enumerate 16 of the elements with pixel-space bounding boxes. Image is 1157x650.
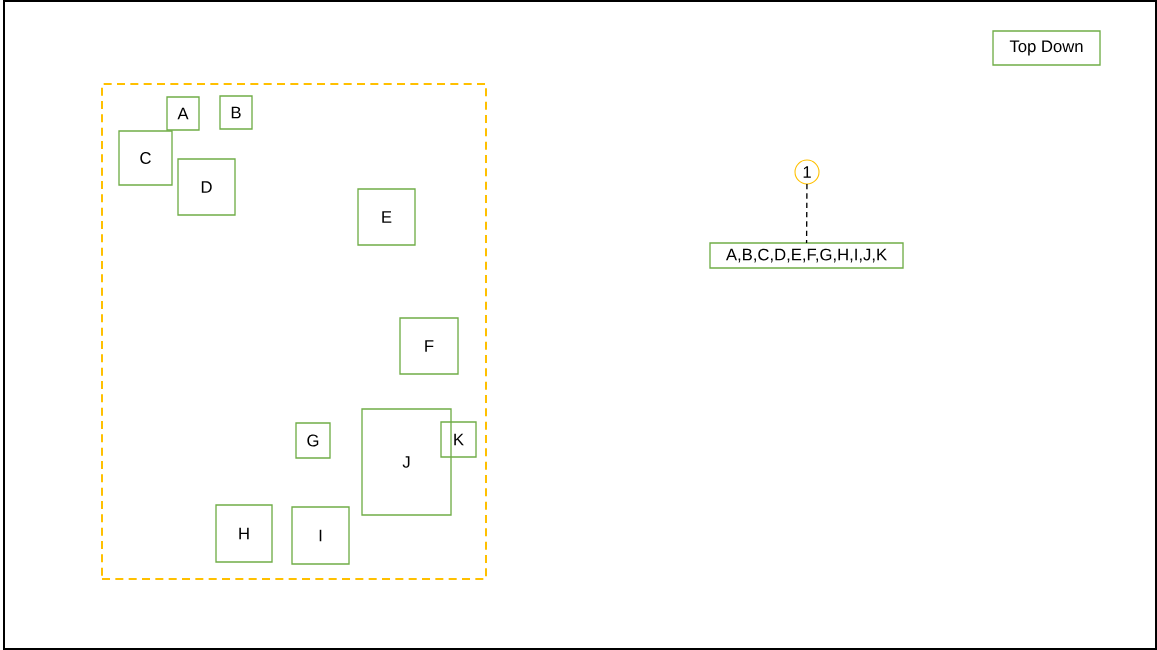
label-box: E bbox=[357, 188, 416, 246]
dashed-container bbox=[101, 83, 487, 580]
connector bbox=[805, 183, 808, 244]
label-box: A,B,C,D,E,F,G,H,I,J,K bbox=[709, 242, 904, 269]
label-box: D bbox=[177, 158, 236, 216]
label-box: Top Down bbox=[992, 30, 1101, 66]
label-box: K bbox=[440, 421, 477, 458]
label-box: J bbox=[361, 408, 452, 516]
label-box: H bbox=[215, 504, 273, 563]
label-box: G bbox=[295, 422, 331, 459]
callout-number: 1 bbox=[794, 159, 820, 185]
label-box: A bbox=[166, 96, 200, 131]
label-box: C bbox=[118, 130, 173, 186]
label-box: I bbox=[291, 506, 350, 565]
label-box: B bbox=[219, 95, 253, 130]
label-box: F bbox=[399, 317, 459, 375]
